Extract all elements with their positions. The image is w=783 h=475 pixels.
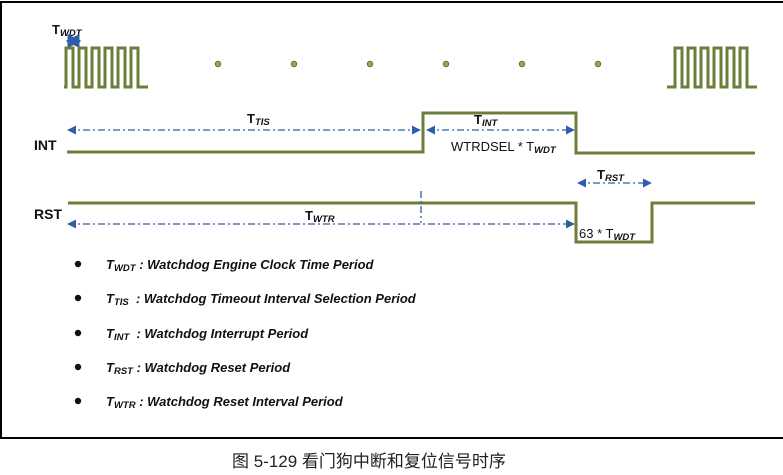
- tis-label: TTIS: [247, 111, 270, 128]
- clock-waveform-left: [64, 46, 148, 89]
- continuation-dot: [214, 60, 222, 68]
- continuation-dot: [442, 60, 450, 68]
- legend-item: TINT : Watchdog Interrupt Period: [74, 326, 309, 343]
- wtr-label: TWTR: [305, 208, 335, 225]
- int-waveform: [67, 111, 755, 155]
- rst-period-label: TRST: [597, 167, 625, 184]
- continuation-dot: [366, 60, 374, 68]
- bullet-icon: [74, 397, 82, 405]
- continuation-dot: [518, 60, 526, 68]
- legend-item: TWTR : Watchdog Reset Interval Period: [74, 394, 344, 411]
- svg-text:TWDT : Watchdog Engine Clock T: TWDT : Watchdog Engine Clock Time Period: [106, 257, 375, 274]
- int-period-formula: WTRDSEL * TWDT: [451, 139, 557, 156]
- legend-item: TTIS : Watchdog Timeout Interval Selecti…: [74, 291, 417, 308]
- legend: TWDT : Watchdog Engine Clock Time Period…: [74, 257, 417, 411]
- svg-text:TWTR : Watchdog Reset Interval: TWTR : Watchdog Reset Interval Period: [106, 394, 344, 411]
- bullet-icon: [74, 260, 82, 268]
- figure-caption: 图 5-129 看门狗中断和复位信号时序: [232, 452, 506, 471]
- legend-item: TWDT : Watchdog Engine Clock Time Period: [74, 257, 375, 274]
- svg-text:TINT : Watchdog Interrupt Per: TINT : Watchdog Interrupt Period: [106, 326, 309, 343]
- rst-signal-label: RST: [34, 206, 62, 222]
- continuation-dot: [594, 60, 602, 68]
- continuation-dot: [290, 60, 298, 68]
- int-period-label: TINT: [474, 112, 498, 129]
- legend-item: TRST : Watchdog Reset Period: [74, 360, 291, 377]
- bullet-icon: [74, 294, 82, 302]
- bullet-icon: [74, 329, 82, 337]
- svg-text:TRST : Watchdog Reset Period: TRST : Watchdog Reset Period: [106, 360, 291, 377]
- clock-waveform-right: [667, 46, 757, 89]
- rst-period-formula: 63 * TWDT: [579, 226, 636, 243]
- int-signal-label: INT: [34, 137, 57, 153]
- svg-text:TTIS : Watchdog Timeout Inter: TTIS : Watchdog Timeout Interval Selecti…: [106, 291, 417, 308]
- rst-waveform: [68, 201, 755, 244]
- clock-period-label: TWDT: [52, 22, 83, 39]
- continuation-dots: [214, 60, 602, 68]
- bullet-icon: [74, 363, 82, 371]
